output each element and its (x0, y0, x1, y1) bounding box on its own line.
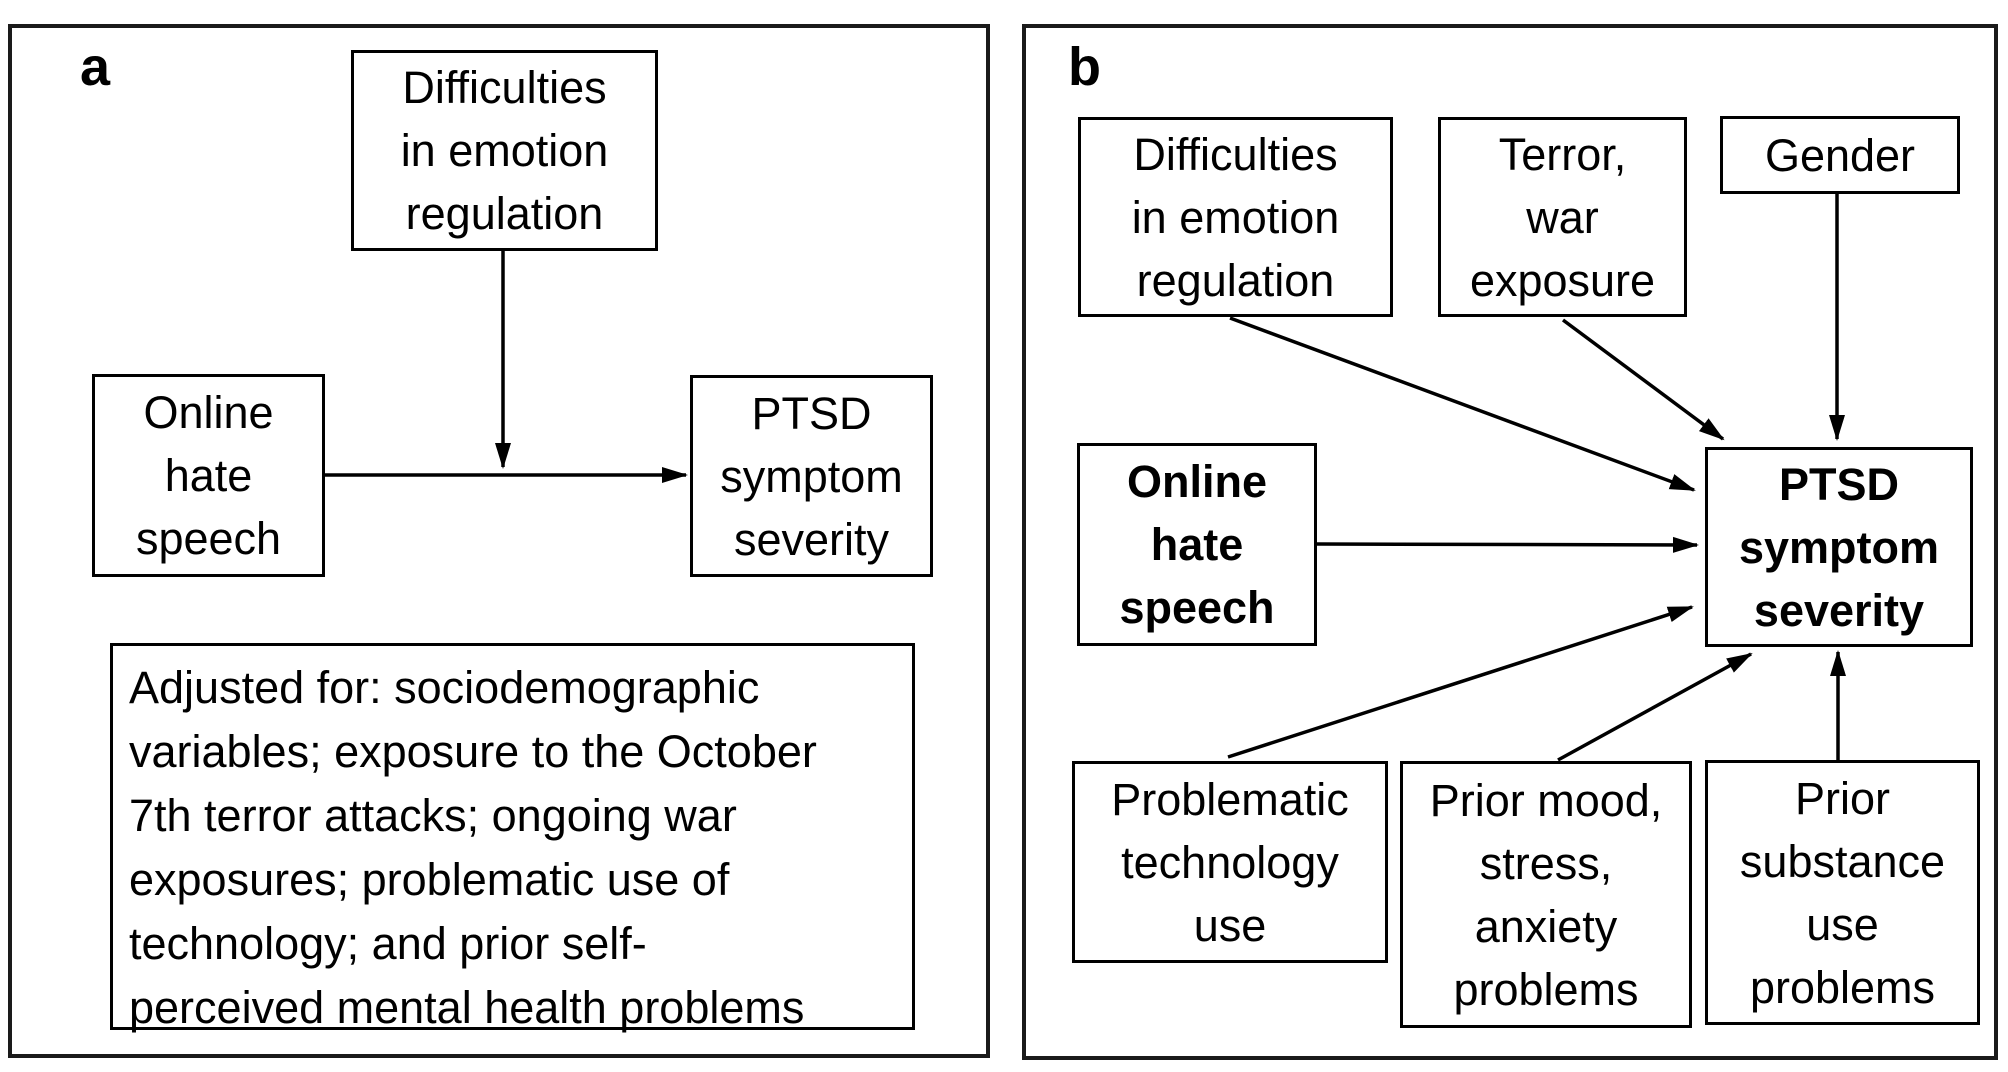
box-a-adjusted-for-note: Adjusted for: sociodemographic variables… (110, 643, 915, 1033)
box-b-prior-mood-stress-anxiety: Prior mood, stress, anxiety problems (1400, 761, 1692, 1028)
box-b-gender: Gender (1720, 116, 1960, 194)
panel-b-label: b (1068, 37, 1101, 97)
box-b-ptsd-symptom-severity: PTSD symptom severity (1705, 447, 1973, 647)
box-a-difficulties-emotion-regulation: Difficulties in emotion regulation (351, 50, 658, 251)
box-a-online-hate-speech: Online hate speech (92, 374, 325, 577)
box-b-prior-substance-use: Prior substance use problems (1705, 760, 1980, 1025)
box-a-ptsd-symptom-severity: PTSD symptom severity (690, 375, 933, 577)
panel-a-label: a (80, 37, 111, 97)
box-b-terror-war-exposure: Terror, war exposure (1438, 117, 1687, 317)
box-b-difficulties-emotion-regulation: Difficulties in emotion regulation (1078, 117, 1393, 317)
box-b-online-hate-speech: Online hate speech (1077, 443, 1317, 646)
box-b-problematic-technology-use: Problematic technology use (1072, 761, 1388, 963)
